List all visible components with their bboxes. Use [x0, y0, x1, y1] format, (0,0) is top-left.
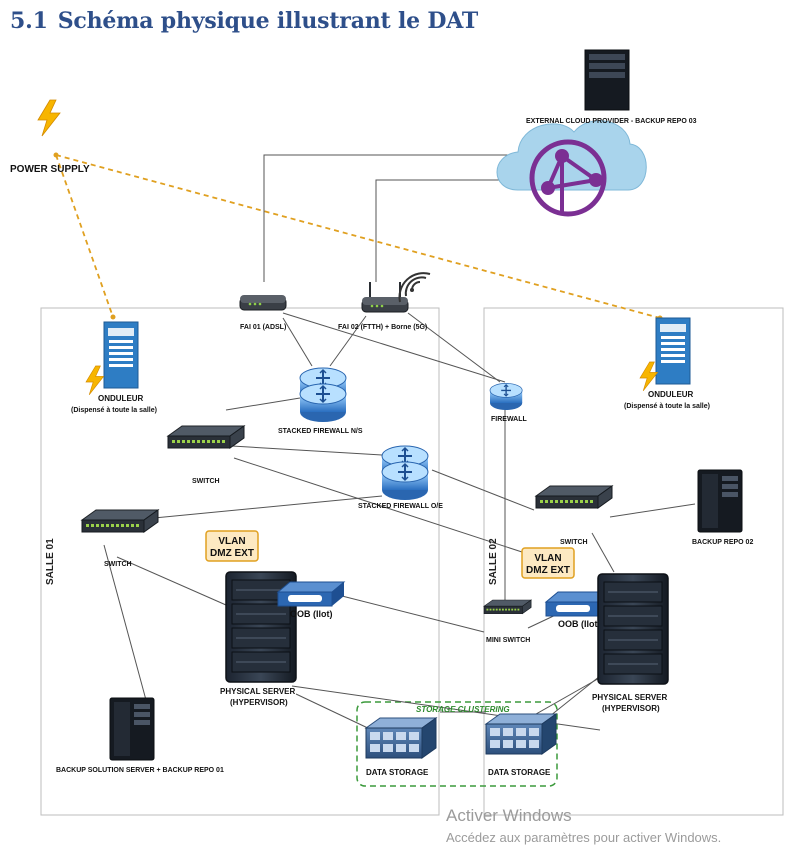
switch-right: SWITCH — [535, 485, 613, 546]
section-number: 5.1 — [10, 8, 48, 34]
power-supply-label: POWER SUPPLY — [10, 164, 90, 175]
tower-server-icon — [109, 697, 155, 761]
rack-server-icon — [597, 573, 669, 685]
vlan-left-line2: DMZ EXT — [210, 548, 254, 559]
phys-right-line1: PHYSICAL SERVER — [592, 693, 668, 702]
vlan-dmz-right: VLAN DMZ EXT — [521, 547, 575, 579]
switch-1: SWITCH — [167, 425, 245, 485]
ups-right-title: ONDULEUR — [648, 390, 694, 399]
external-cloud-provider: EXTERNAL CLOUD PROVIDER - BACKUP REPO 03 — [496, 49, 697, 217]
router-icon — [489, 382, 523, 411]
salle-02-label: SALLE 02 — [488, 538, 499, 585]
data-storage-left: DATA STORAGE — [365, 717, 437, 777]
globe-network-icon — [529, 139, 607, 217]
firewall-label: FIREWALL — [491, 416, 527, 423]
watermark-line1: Activer Windows — [446, 806, 572, 825]
ups-left: ONDULEUR (Dispensé à toute la salle) — [71, 321, 157, 414]
fai-02-label: FAI 02 (FTTH) + Borne (5G) — [338, 324, 427, 331]
network-switch-icon — [167, 425, 245, 449]
wifi-signal-icon — [398, 272, 431, 303]
cloud-label: EXTERNAL CLOUD PROVIDER - BACKUP REPO 03 — [526, 118, 697, 125]
section-heading: 5.1 Schéma physique illustrant le DAT — [10, 8, 478, 34]
stacked-firewall-oe: STACKED FIREWALL O/E — [358, 445, 443, 510]
windows-activation-watermark: Activer Windows Accédez aux paramètres p… — [446, 806, 721, 845]
backup02-label: BACKUP REPO 02 — [692, 539, 753, 546]
lightning-bolt-icon — [37, 99, 61, 137]
ups-icon — [103, 321, 139, 389]
oob-left-label: OOB (Ilot) — [290, 609, 333, 619]
salle-01-label: SALLE 01 — [45, 538, 56, 585]
storage-array-icon — [365, 717, 437, 759]
switch-2-label: SWITCH — [104, 561, 132, 568]
fai-01-label: FAI 01 (ADSL) — [240, 324, 286, 331]
modem-icon — [239, 294, 287, 311]
network-switch-icon — [81, 509, 159, 533]
backup01-label: BACKUP SOLUTION SERVER + BACKUP REPO 01 — [56, 767, 224, 774]
switch-2: SWITCH — [81, 509, 159, 568]
data-storage-right: DATA STORAGE — [485, 713, 557, 777]
vlan-right-line2: DMZ EXT — [526, 565, 570, 576]
storage-right-label: DATA STORAGE — [488, 768, 551, 777]
cloud-tower-server-icon — [584, 49, 630, 111]
fai-02-router: FAI 02 (FTTH) + Borne (5G) — [338, 272, 431, 331]
oob-right: OOB (Ilot) — [545, 591, 613, 629]
ups-icon — [655, 317, 691, 385]
phys-right-line2: (HYPERVISOR) — [602, 704, 660, 713]
phys-left-line1: PHYSICAL SERVER — [220, 687, 296, 696]
section-title: Schéma physique illustrant le DAT — [57, 8, 479, 34]
mini-switch: MINI SWITCH — [483, 599, 532, 644]
router-icon — [299, 383, 347, 423]
network-switch-icon — [483, 599, 532, 614]
lightning-bolt-icon — [639, 361, 658, 392]
switch-1-label: SWITCH — [192, 478, 220, 485]
router-icon — [381, 461, 429, 501]
ups-left-subtitle: (Dispensé à toute la salle) — [71, 407, 157, 414]
fai-01-modem: FAI 01 (ADSL) — [239, 294, 287, 331]
phys-left-line2: (HYPERVISOR) — [230, 698, 288, 707]
storage-left-label: DATA STORAGE — [366, 768, 429, 777]
stacked-firewall-ns: STACKED FIREWALL N/S — [278, 367, 363, 435]
mini-switch-label: MINI SWITCH — [486, 637, 530, 644]
switch-right-label: SWITCH — [560, 539, 588, 546]
fw-ns-label: STACKED FIREWALL N/S — [278, 428, 363, 435]
cloud-icon — [496, 120, 647, 191]
physical-server-right: PHYSICAL SERVER (HYPERVISOR) — [592, 573, 669, 713]
power-supply: POWER SUPPLY — [10, 99, 90, 175]
vlan-right-line1: VLAN — [534, 553, 561, 564]
ups-left-title: ONDULEUR — [98, 394, 144, 403]
storage-clustering-label: STORAGE CLUSTERING — [416, 705, 510, 714]
physical-server-left: PHYSICAL SERVER (HYPERVISOR) — [220, 571, 297, 707]
storage-array-icon — [485, 713, 557, 755]
lightning-bolt-icon — [85, 365, 104, 396]
firewall: FIREWALL — [489, 382, 527, 423]
backup-solution-server: BACKUP SOLUTION SERVER + BACKUP REPO 01 — [56, 697, 224, 774]
tower-server-icon — [697, 469, 743, 533]
ups-right-subtitle: (Dispensé à toute la salle) — [624, 403, 710, 410]
network-switch-icon — [535, 485, 613, 509]
watermark-line2: Accédez aux paramètres pour activer Wind… — [446, 830, 722, 845]
vlan-dmz-left: VLAN DMZ EXT — [205, 530, 259, 562]
oob-device-icon — [277, 581, 345, 607]
vlan-left-line1: VLAN — [218, 536, 245, 547]
ups-right: ONDULEUR (Dispensé à toute la salle) — [624, 317, 710, 410]
backup-repo-02: BACKUP REPO 02 — [692, 469, 753, 546]
fw-oe-label: STACKED FIREWALL O/E — [358, 503, 443, 510]
oob-right-label: OOB (Ilot) — [558, 619, 601, 629]
oob-left: OOB (Ilot) — [277, 581, 345, 619]
